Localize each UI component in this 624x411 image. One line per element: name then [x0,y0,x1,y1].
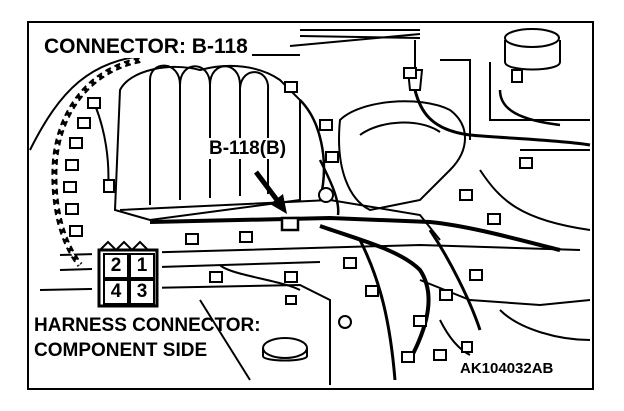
figure-code: AK104032AB [458,360,556,377]
harness-connectors [63,67,533,363]
pin-3: 3 [136,281,148,302]
connector-b118-body [280,216,300,232]
callout-arrow [254,170,287,214]
component-side-label: COMPONENT SIDE [34,340,208,361]
pin-1: 1 [136,255,148,276]
connector-title: CONNECTOR: B-118 [42,35,252,58]
figure-frame [27,21,594,390]
connector-face [92,238,162,310]
pin-4: 4 [110,281,122,302]
wiring-harness [51,57,591,381]
harness-connector-label: HARNESS CONNECTOR: [34,315,261,336]
title-leader [289,33,421,47]
pin-2: 2 [110,255,122,276]
callout-label: B-118(B) [206,138,290,159]
